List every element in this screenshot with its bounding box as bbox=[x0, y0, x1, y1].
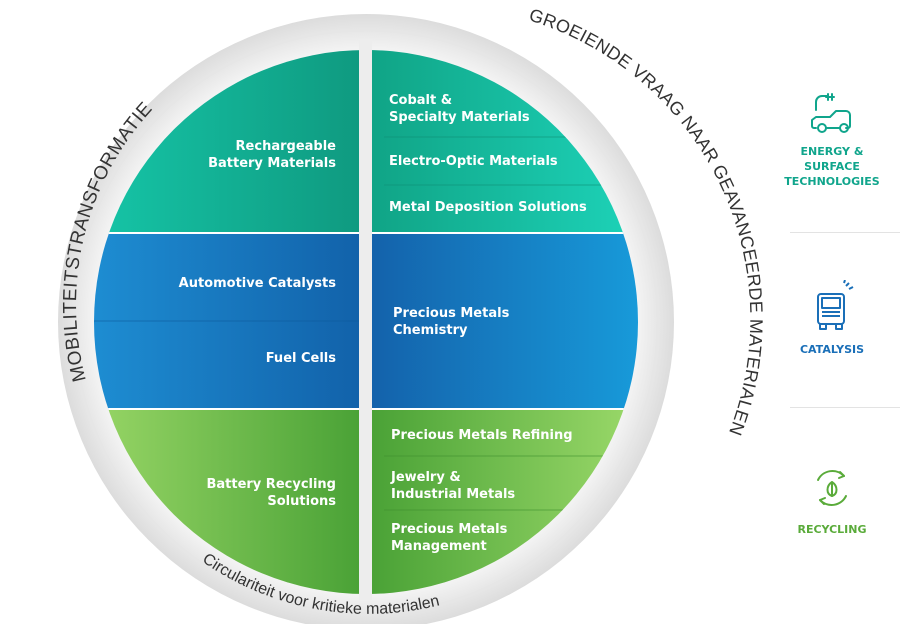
label-battery-recycling-solutions: Battery Recycling Solutions bbox=[206, 477, 336, 509]
sidebar-title-energy: ENERGY & SURFACE TECHNOLOGIES bbox=[784, 145, 880, 188]
sidebar-divider-1 bbox=[790, 232, 900, 233]
label-precious-metals-refining: Precious Metals Refining bbox=[391, 428, 573, 443]
electric-car-icon bbox=[811, 93, 851, 133]
sidebar-catalysis: CATALYSIS bbox=[772, 280, 892, 357]
segment-blue-right bbox=[372, 233, 638, 409]
label-jewelry-industrial-metals: Jewelry & Industrial Metals bbox=[391, 470, 516, 502]
sidebar-title-recycling: RECYCLING bbox=[797, 523, 867, 536]
label-precious-metals-management: Precious Metals Management bbox=[391, 522, 508, 554]
truck-icon bbox=[817, 280, 854, 330]
sidebar-energy-surface-technologies: ENERGY & SURFACE TECHNOLOGIES bbox=[772, 92, 892, 189]
label-automotive-catalysts: Automotive Catalysts bbox=[178, 276, 336, 291]
label-electro-optic-materials: Electro-Optic Materials bbox=[389, 154, 558, 169]
sidebar-title-catalysis: CATALYSIS bbox=[799, 343, 865, 356]
sidebar-divider-2 bbox=[790, 407, 900, 408]
label-rechargeable-battery-materials: Rechargeable Battery Materials bbox=[208, 139, 336, 171]
center-divider bbox=[359, 40, 372, 600]
recycle-leaf-icon bbox=[817, 470, 847, 506]
wheel-segments bbox=[94, 50, 638, 594]
label-metal-deposition-solutions: Metal Deposition Solutions bbox=[389, 200, 587, 215]
inner-ring-line bbox=[72, 28, 660, 616]
sidebar-recycling: RECYCLING bbox=[772, 466, 892, 537]
label-fuel-cells: Fuel Cells bbox=[265, 351, 336, 366]
label-cobalt-specialty-materials: Cobalt & Specialty Materials bbox=[389, 93, 530, 125]
label-precious-metals-chemistry: Precious Metals Chemistry bbox=[393, 306, 510, 338]
